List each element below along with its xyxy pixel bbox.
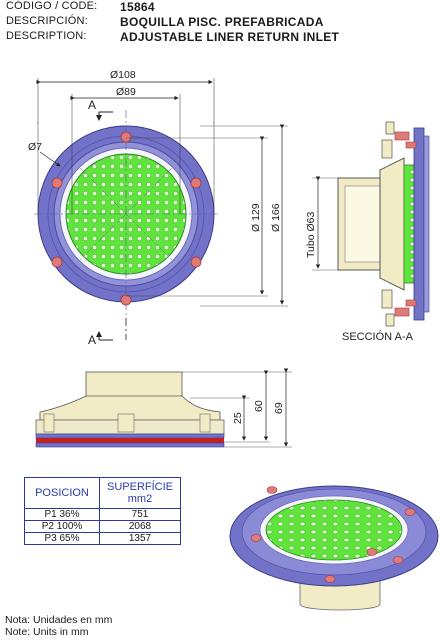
table-cell: 2068 [99, 520, 181, 533]
tube-label: Tubo Ø63 [305, 212, 317, 258]
code-label: CÓDIGO / CODE: [6, 0, 98, 12]
table-cell: P3 65% [24, 532, 100, 545]
section-mark-top: A [88, 98, 96, 112]
surface-table: POSICION SUPERFÍCIE mm2 P1 36% 751 P2 10… [24, 477, 181, 545]
screw-holes [51, 131, 202, 306]
dimension-60: 60 [253, 400, 265, 412]
dimension-inner: Ø89 [116, 86, 136, 98]
table-row: P1 36% 751 [24, 508, 181, 521]
description-es-value: BOQUILLA PISC. PREFABRICADA [120, 15, 324, 29]
dimension-hole: Ø7 [28, 141, 42, 153]
table-row: P2 100% 2068 [24, 520, 181, 533]
code-value: 15864 [120, 0, 155, 14]
isometric-view [229, 485, 439, 611]
description-es-label: DESCRIPCIÓN: [6, 15, 88, 27]
front-view [34, 78, 288, 341]
description-en-value: ADJUSTABLE LINER RETURN INLET [120, 30, 340, 44]
table-header-position: POSICION [24, 477, 100, 509]
table-cell: 1357 [99, 532, 181, 545]
dimension-outer: Ø108 [110, 69, 136, 81]
dimension-166: Ø 166 [270, 203, 282, 232]
table-cell: P2 100% [24, 520, 100, 533]
dimension-129: Ø 129 [250, 203, 262, 232]
dimension-25: 25 [232, 412, 244, 424]
table-cell: P1 36% [24, 508, 100, 521]
dimension-69: 69 [273, 402, 285, 414]
description-en-label: DESCRIPTION: [6, 30, 87, 42]
note-es: Nota: Unidades en mm [5, 614, 113, 626]
table-header-surface: SUPERFÍCIE mm2 [99, 477, 181, 509]
table-row: P3 65% 1357 [24, 532, 181, 545]
table-cell: 751 [99, 508, 181, 521]
section-caption: SECCIÓN A-A [342, 330, 414, 343]
note-en: Note: Units in mm [5, 626, 89, 638]
section-view [312, 121, 430, 327]
section-mark-bottom: A [88, 333, 96, 347]
side-view [35, 368, 292, 448]
